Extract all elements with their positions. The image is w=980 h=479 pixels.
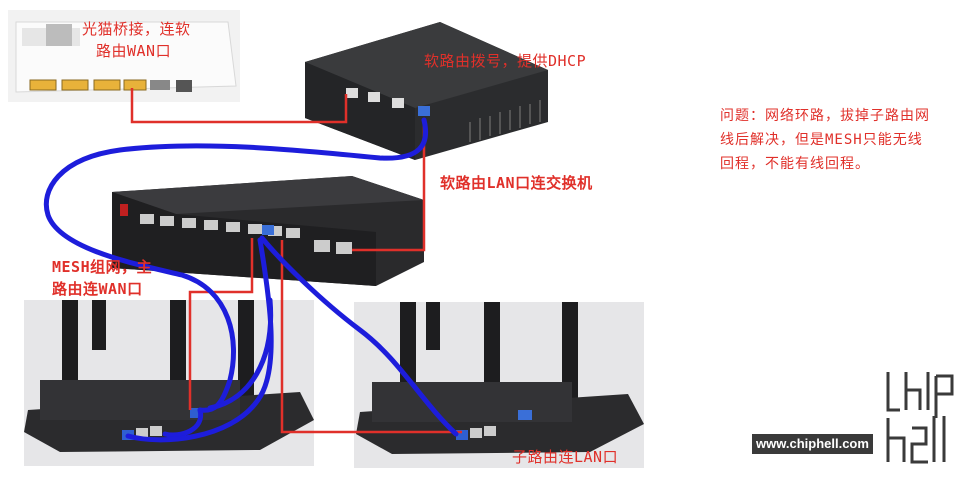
modem-bridge-line-2: 路由WAN口 <box>96 42 172 60</box>
problem-note: 问题：网络环路，拔掉子路由网线后解决，但是MESH只能无线回程，不能有线回程。 <box>720 108 930 172</box>
softrouter-lan-label: 软路由LAN口连交换机 <box>440 174 593 192</box>
switch-to-sub-lan <box>280 240 462 434</box>
network-switch <box>112 176 424 286</box>
wired-links <box>130 88 462 434</box>
softrouter-dial-label: 软路由拨号，提供DHCP <box>424 52 587 70</box>
modem-to-softrouter-wan <box>130 88 348 124</box>
mesh-main-line-2: 路由连WAN口 <box>52 280 143 298</box>
switch-to-main-wan <box>188 238 254 410</box>
modem-bridge-line-1: 光猫桥接，连软 <box>82 20 191 38</box>
loop-path <box>43 117 459 443</box>
mesh-main-label: MESH组网，主 路由连WAN口 <box>52 256 152 300</box>
sub-router-label: 子路由连LAN口 <box>512 448 619 466</box>
optical-modem <box>8 10 240 102</box>
soft-router <box>305 22 548 160</box>
sub-router <box>354 302 644 468</box>
softrouter-lan-to-switch <box>352 122 426 252</box>
mesh-main-line-1: MESH组网，主 <box>52 258 153 276</box>
modem-bridge-label: 光猫桥接，连软 路由WAN口 <box>82 18 191 62</box>
chiphell-logo <box>878 364 964 466</box>
watermark-url: www.chiphell.com <box>752 434 873 454</box>
